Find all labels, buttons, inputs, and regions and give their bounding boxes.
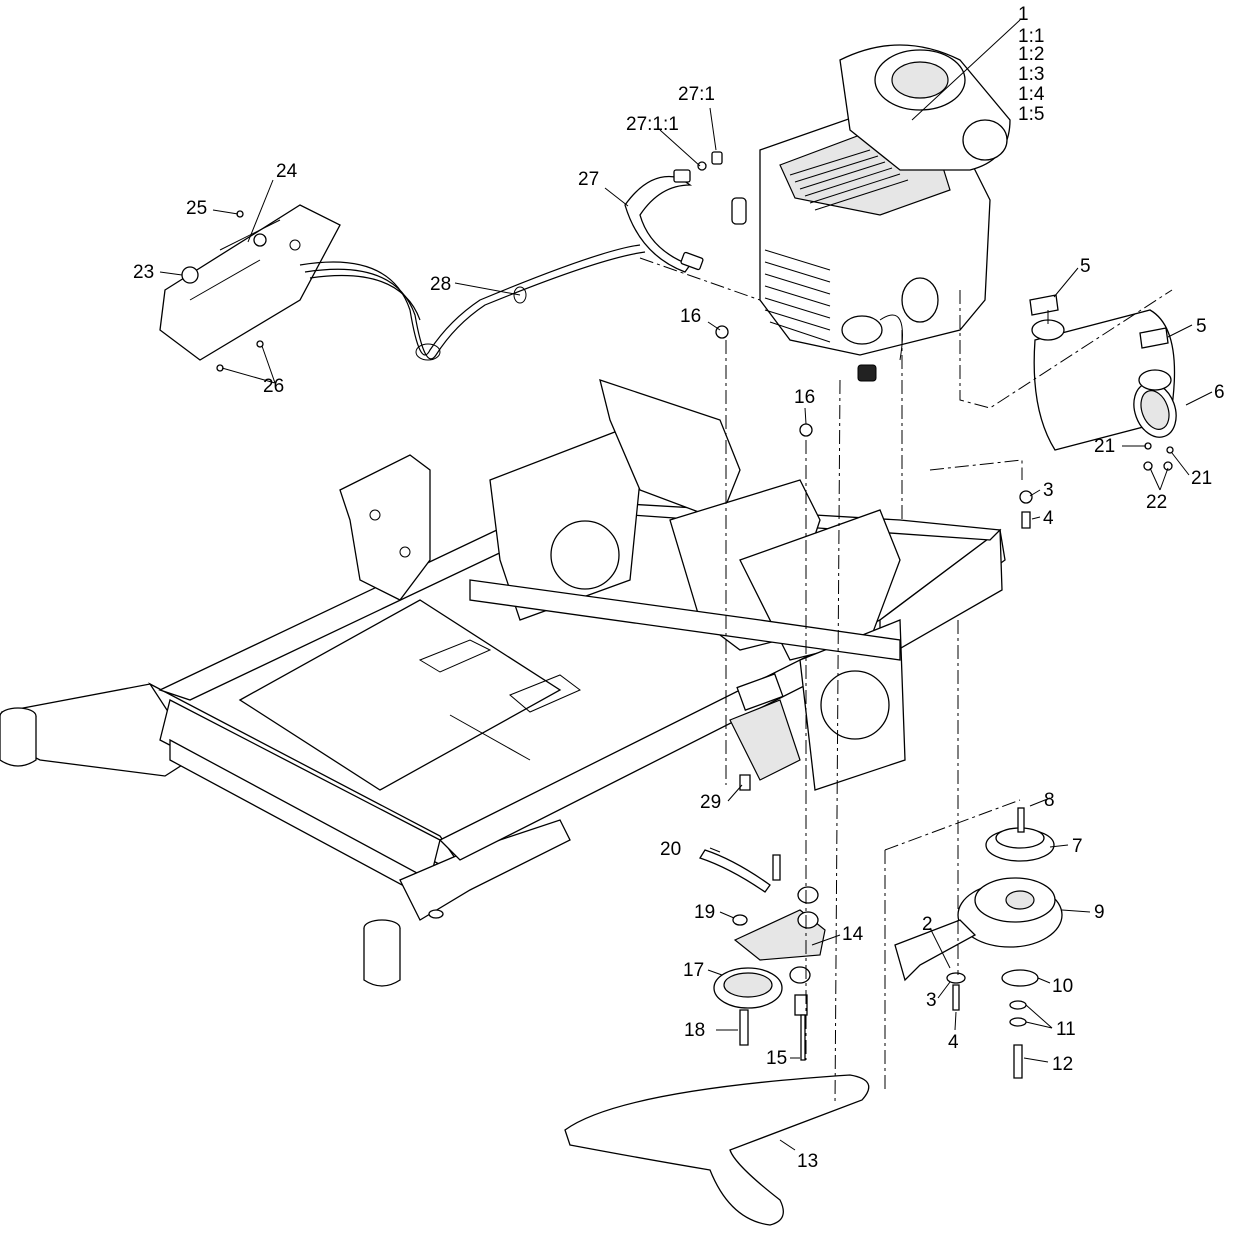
small-fasteners bbox=[216, 210, 1174, 791]
callout-3b: 3 bbox=[926, 990, 937, 1011]
callout-28: 28 bbox=[430, 274, 451, 295]
callout-1: 1 bbox=[1018, 4, 1029, 25]
callout-3a: 3 bbox=[1043, 480, 1054, 501]
pto-clutch bbox=[894, 807, 1063, 1079]
callout-15: 15 bbox=[766, 1048, 787, 1069]
callout-27-1-1: 27:1:1 bbox=[626, 114, 679, 135]
callout-16b: 16 bbox=[794, 387, 815, 408]
callout-1-1: 1:1 bbox=[1018, 26, 1044, 47]
callout-7: 7 bbox=[1072, 836, 1083, 857]
callout-1-4: 1:4 bbox=[1018, 84, 1045, 105]
callout-2: 2 bbox=[922, 914, 933, 935]
callout-29: 29 bbox=[700, 792, 721, 813]
callout-10: 10 bbox=[1052, 976, 1073, 997]
callout-16a: 16 bbox=[680, 306, 701, 327]
callout-6: 6 bbox=[1214, 382, 1225, 403]
callout-27-1: 27:1 bbox=[678, 84, 715, 105]
callout-1-3: 1:3 bbox=[1018, 64, 1044, 85]
callout-22: 22 bbox=[1146, 492, 1167, 513]
callout-9: 9 bbox=[1094, 902, 1105, 923]
control-panel bbox=[159, 204, 341, 361]
callout-24: 24 bbox=[276, 161, 298, 182]
callout-13: 13 bbox=[797, 1151, 818, 1172]
callout-18: 18 bbox=[684, 1020, 705, 1041]
callout-23: 23 bbox=[133, 262, 154, 283]
callout-21b: 21 bbox=[1191, 468, 1212, 489]
callout-25: 25 bbox=[186, 198, 207, 219]
callout-4a: 4 bbox=[1043, 508, 1054, 529]
callout-12: 12 bbox=[1052, 1054, 1073, 1075]
callout-11: 11 bbox=[1056, 1019, 1076, 1040]
callout-5a: 5 bbox=[1080, 256, 1091, 277]
callout-4b: 4 bbox=[948, 1032, 959, 1053]
callout-26: 26 bbox=[263, 376, 284, 397]
callout-labels: 1 1:1 1:2 1:3 1:4 1:5 27:1 27:1:1 27 24 … bbox=[133, 4, 1225, 1172]
throttle-cables bbox=[299, 244, 646, 361]
muffler bbox=[1029, 294, 1177, 451]
callout-17: 17 bbox=[683, 960, 704, 981]
callout-1-5: 1:5 bbox=[1018, 104, 1044, 125]
idler-assembly bbox=[699, 849, 826, 1061]
callout-1-2: 1:2 bbox=[1018, 44, 1044, 65]
fuel-hose bbox=[624, 151, 723, 273]
callout-20: 20 bbox=[660, 839, 681, 860]
chassis-frame bbox=[0, 379, 1006, 987]
leader-lines bbox=[159, 19, 1213, 1151]
callout-8: 8 bbox=[1044, 790, 1055, 811]
callout-21a: 21 bbox=[1094, 436, 1115, 457]
engine bbox=[731, 44, 1011, 382]
callout-19: 19 bbox=[694, 902, 715, 923]
drive-belt bbox=[564, 1074, 870, 1226]
callout-5b: 5 bbox=[1196, 316, 1207, 337]
callout-14: 14 bbox=[842, 924, 864, 945]
callout-27: 27 bbox=[578, 169, 599, 190]
assembly-lines bbox=[639, 257, 1173, 1106]
